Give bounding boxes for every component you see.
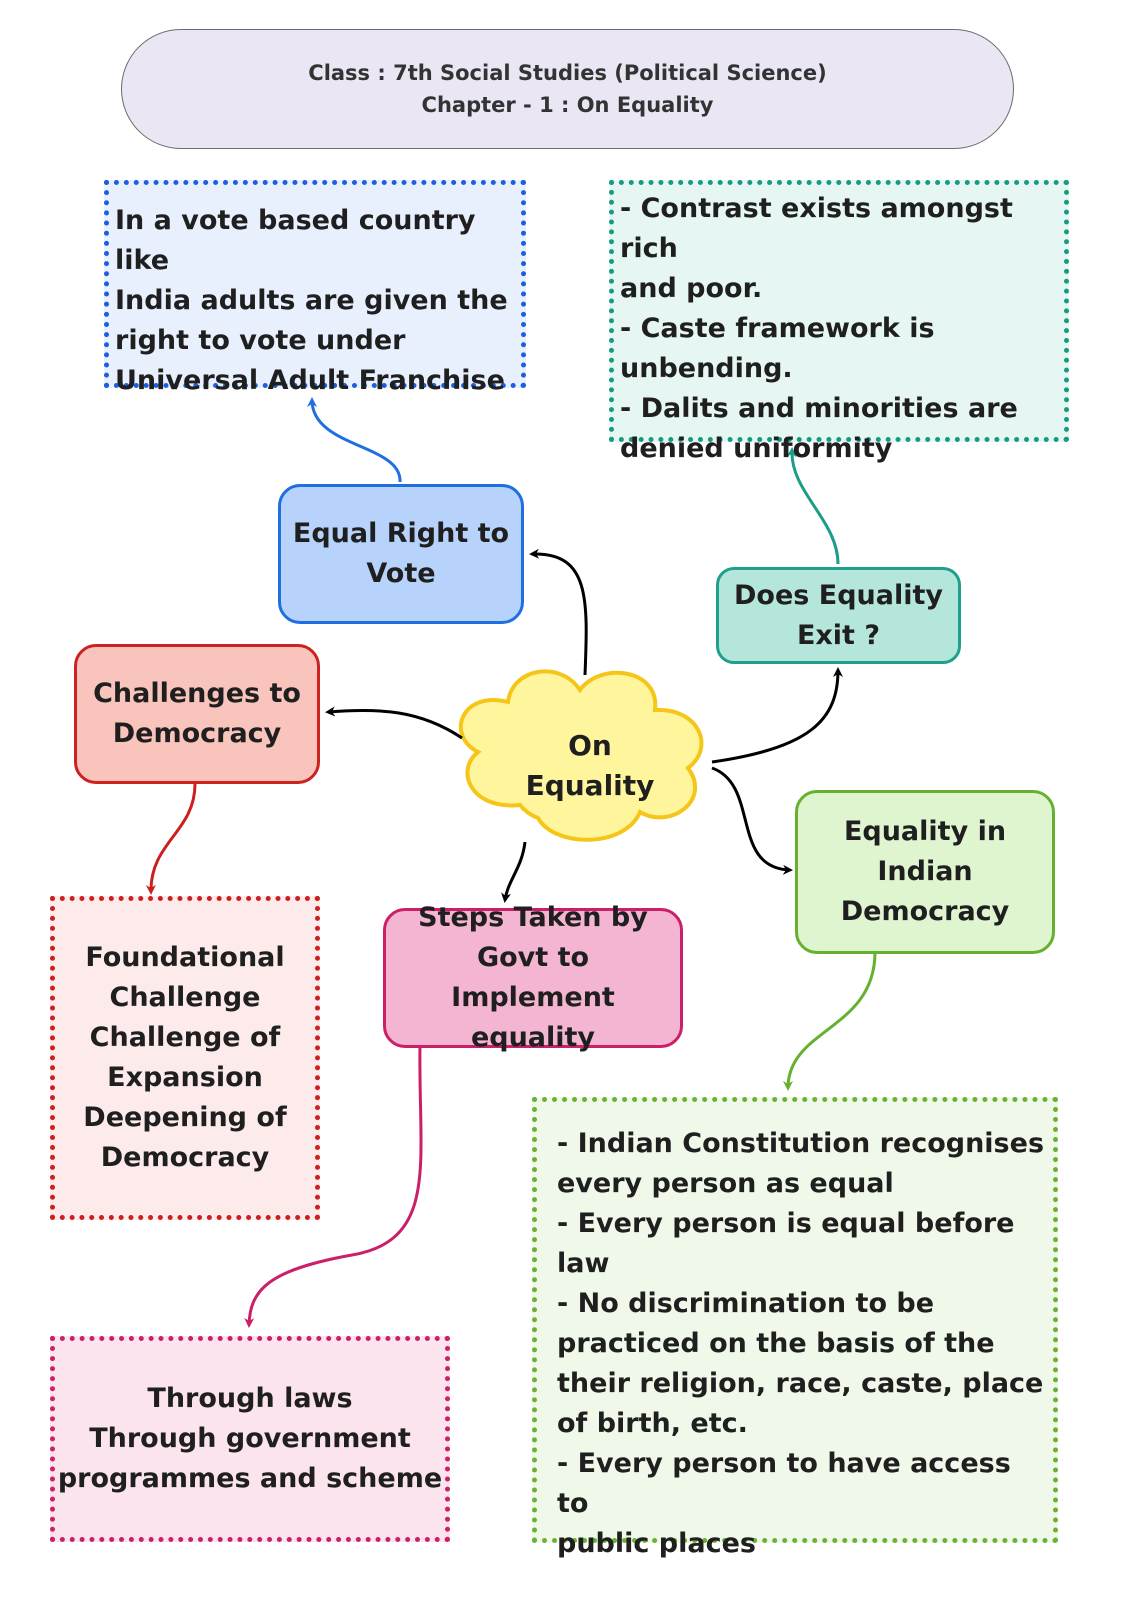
note-exist-line-4: unbending. [620, 353, 793, 384]
connector-steps-note [244, 1044, 423, 1328]
note-indian-line-10: public places [557, 1528, 756, 1559]
note-exist-line-2: and poor. [620, 273, 763, 304]
node-exist-line-1: Does Equality [734, 579, 943, 611]
node-challenges-line-1: Challenges to [93, 678, 301, 709]
note-challenges-line-5: Deepening of [83, 1102, 287, 1133]
connector-center-exist [711, 667, 843, 764]
note-challenges-line-6: Democracy [100, 1142, 270, 1173]
note-steps-detail: Through laws Through government programm… [50, 1336, 450, 1542]
node-vote-line-2: Vote [366, 558, 436, 589]
header-banner: Class : 7th Social Studies (Political Sc… [121, 29, 1014, 149]
node-challenges-line-2: Democracy [112, 718, 282, 749]
connector-center-challenges [325, 706, 463, 740]
note-steps-line-3: programmes and scheme [57, 1463, 443, 1494]
node-equal-right-to-vote: Equal Right to Vote [278, 484, 524, 624]
note-challenges-line-1: Foundational [85, 942, 285, 973]
note-challenges-line-3: Challenge of [89, 1022, 281, 1053]
note-indian-line-4: law [557, 1248, 610, 1279]
note-indian-line-6: practiced on the basis of the [557, 1328, 995, 1359]
header-chapter-line: Chapter - 1 : On Equality [421, 93, 714, 117]
note-indian-line-7: their religion, race, caste, place [557, 1368, 1044, 1399]
note-vote-line-2: India adults are given the [115, 285, 508, 316]
note-exist-line-6: denied uniformity [620, 433, 893, 464]
node-indian-line-1: Equality in [843, 816, 1007, 847]
note-indian-line-2: every person as equal [557, 1168, 894, 1199]
node-steps-line-1: Steps Taken by [418, 902, 648, 933]
node-challenges-to-democracy: Challenges to Democracy [74, 644, 320, 784]
node-steps-taken-by-govt: Steps Taken by Govt to Implement equalit… [383, 902, 683, 1053]
note-steps-line-1: Through laws [147, 1383, 353, 1414]
note-indian-line-8: of birth, etc. [557, 1408, 748, 1439]
note-challenges-line-2: Challenge [109, 982, 261, 1013]
node-steps-line-3: equality [470, 1022, 596, 1053]
node-exist-line-2: Exit ? [796, 619, 881, 651]
node-indian-line-3: Democracy [840, 896, 1010, 927]
note-exist-line-5: - Dalits and minorities are [620, 393, 1018, 424]
note-exist-detail: - Contrast exists amongst rich and poor.… [609, 180, 1069, 464]
center-topic: On Equality [500, 718, 680, 814]
note-exist-line-3: - Caste framework is [620, 313, 935, 344]
note-exist-line-1: - Contrast exists amongst rich [620, 193, 1013, 264]
connector-challenges-note [145, 783, 197, 895]
note-vote-line-3: right to vote under [115, 325, 406, 356]
connector-center-vote [529, 548, 588, 676]
note-indian-line-3: - Every person is equal before [557, 1208, 1015, 1239]
note-challenges-line-4: Expansion [107, 1062, 263, 1093]
center-cloud-shape [458, 669, 704, 842]
node-steps-line-2: Govt to Implement [451, 942, 615, 1013]
note-indian-line-5: - No discrimination to be [557, 1288, 935, 1319]
note-indian-detail: - Indian Constitution recognises every p… [532, 1097, 1058, 1559]
connector-vote-note [307, 397, 402, 483]
note-indian-line-1: - Indian Constitution recognises [557, 1128, 1045, 1159]
connector-exist-note [786, 447, 840, 565]
node-indian-line-2: Indian [877, 856, 973, 887]
node-vote-line-1: Equal Right to [292, 518, 510, 549]
connector-center-indian [711, 766, 793, 875]
note-vote-detail: In a vote based country like India adult… [104, 180, 526, 396]
note-vote-line-1: In a vote based country like [115, 205, 476, 276]
note-vote-line-4: Universal Adult Franchise [115, 365, 505, 396]
header-class-line: Class : 7th Social Studies (Political Sc… [308, 61, 827, 85]
note-challenges-detail: Foundational Challenge Challenge of Expa… [50, 896, 320, 1220]
node-does-equality-exist: Does Equality Exit ? [716, 567, 961, 664]
node-equality-in-indian-democracy: Equality in Indian Democracy [795, 790, 1055, 954]
note-steps-line-2: Through government [89, 1423, 411, 1454]
connector-center-steps [501, 841, 527, 903]
connector-indian-note [783, 951, 877, 1091]
note-indian-line-9: - Every person to have access to [557, 1448, 1011, 1519]
center-topic-line-2: Equality [525, 769, 655, 802]
center-topic-line-1: On [568, 729, 612, 762]
